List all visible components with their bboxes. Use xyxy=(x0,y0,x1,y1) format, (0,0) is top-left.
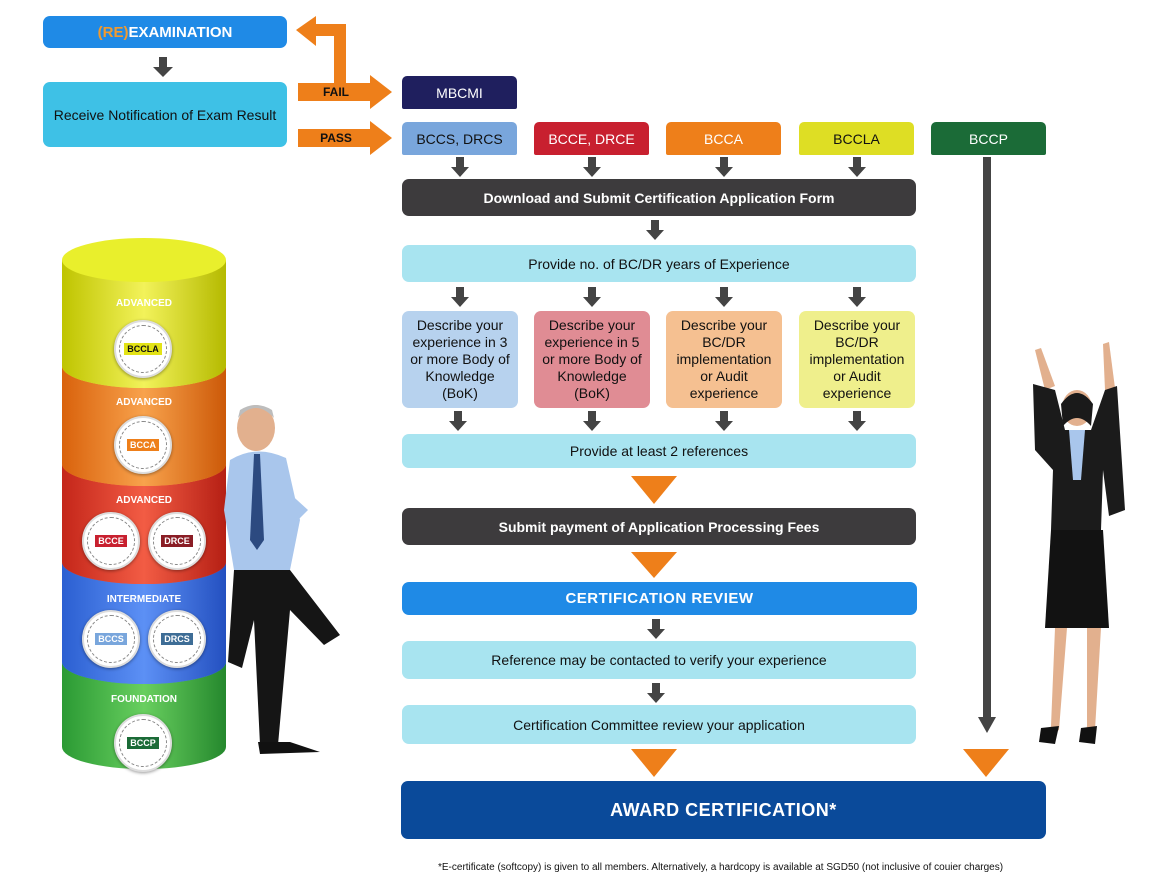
arrow-down-2 xyxy=(583,157,601,177)
arrow-down-8 xyxy=(715,287,733,307)
badge-bcce: BCCE xyxy=(82,512,140,570)
badge-bccla: BCCLA xyxy=(114,320,172,378)
badge-bccs: BCCS xyxy=(82,610,140,668)
pass-label: PASS xyxy=(320,131,352,145)
bccp-long-arrow xyxy=(978,157,996,733)
badge-drcs: DRCS xyxy=(148,610,206,668)
footnote: *E-certificate (softcopy) is given to al… xyxy=(438,862,1004,873)
arrow-down-9 xyxy=(848,287,866,307)
orange-arrow-1 xyxy=(631,476,677,504)
tier-intermediate: INTERMEDIATE xyxy=(106,594,182,605)
arrow-down-10 xyxy=(449,411,467,431)
businessman-illustration xyxy=(224,405,340,754)
arrow-down-6 xyxy=(451,287,469,307)
tier-advanced-bcce-drce: ADVANCED xyxy=(116,495,172,506)
arrow-down-13 xyxy=(848,411,866,431)
badge-drce: DRCE xyxy=(148,512,206,570)
download-form-step: Download and Submit Certification Applic… xyxy=(402,179,916,216)
arrow-down-4 xyxy=(848,157,866,177)
fail-label: FAIL xyxy=(323,85,349,99)
describe-bok5-step: Describe your experience in 5 or more Bo… xyxy=(534,311,650,408)
arrow-down-11 xyxy=(583,411,601,431)
pass-arrow xyxy=(298,121,392,155)
tier-advanced-bcca: ADVANCED xyxy=(116,397,172,408)
cert-bcca: BCCA xyxy=(666,122,781,155)
fail-loop-arrow xyxy=(296,16,346,96)
describe-audit-step-bcca: Describe your BC/DR implementation or Au… xyxy=(666,311,782,408)
years-experience-step: Provide no. of BC/DR years of Experience xyxy=(402,245,916,282)
tier-advanced-bccla: ADVANCED xyxy=(116,298,172,309)
arrow-down-14 xyxy=(647,619,665,639)
reexam-prefix: (RE) xyxy=(97,23,129,41)
cert-bcce-drce: BCCE, DRCE xyxy=(534,122,649,155)
orange-arrow-3 xyxy=(631,749,677,777)
arrow-down-5 xyxy=(646,220,664,240)
reference-contacted-step: Reference may be contacted to verify you… xyxy=(402,641,916,679)
arrow-down-15 xyxy=(647,683,665,703)
arrow-down-3 xyxy=(715,157,733,177)
arrow-down-7 xyxy=(583,287,601,307)
reexam-label: EXAMINATION xyxy=(128,23,233,41)
arrow-down-reexam xyxy=(153,57,173,77)
notification-label: Receive Notification of Exam Result xyxy=(53,106,277,123)
badge-bccp: BCCP xyxy=(114,714,172,772)
orange-arrow-4 xyxy=(963,749,1009,777)
describe-bok3-step: Describe your experience in 3 or more Bo… xyxy=(402,311,518,408)
tier-foundation: FOUNDATION xyxy=(111,694,177,705)
reexamination-box: (RE) EXAMINATION xyxy=(43,16,287,48)
payment-step: Submit payment of Application Processing… xyxy=(402,508,916,545)
describe-audit-step-bccla: Describe your BC/DR implementation or Au… xyxy=(799,311,915,408)
businesswoman-illustration xyxy=(1033,342,1125,744)
cert-bccp: BCCP xyxy=(931,122,1046,155)
cert-mbcmi: MBCMI xyxy=(402,76,517,109)
references-step: Provide at least 2 references xyxy=(402,434,916,468)
certification-review-step: CERTIFICATION REVIEW xyxy=(402,582,917,615)
cert-bccla: BCCLA xyxy=(799,122,914,155)
notification-box: Receive Notification of Exam Result xyxy=(43,82,287,147)
award-certification-step: AWARD CERTIFICATION* xyxy=(401,781,1046,839)
badge-bcca: BCCA xyxy=(114,416,172,474)
committee-review-step: Certification Committee review your appl… xyxy=(402,705,916,744)
arrow-down-12 xyxy=(715,411,733,431)
cert-bccs-drcs: BCCS, DRCS xyxy=(402,122,517,155)
arrow-down-1 xyxy=(451,157,469,177)
fail-arrow xyxy=(298,75,392,109)
orange-arrow-2 xyxy=(631,552,677,578)
